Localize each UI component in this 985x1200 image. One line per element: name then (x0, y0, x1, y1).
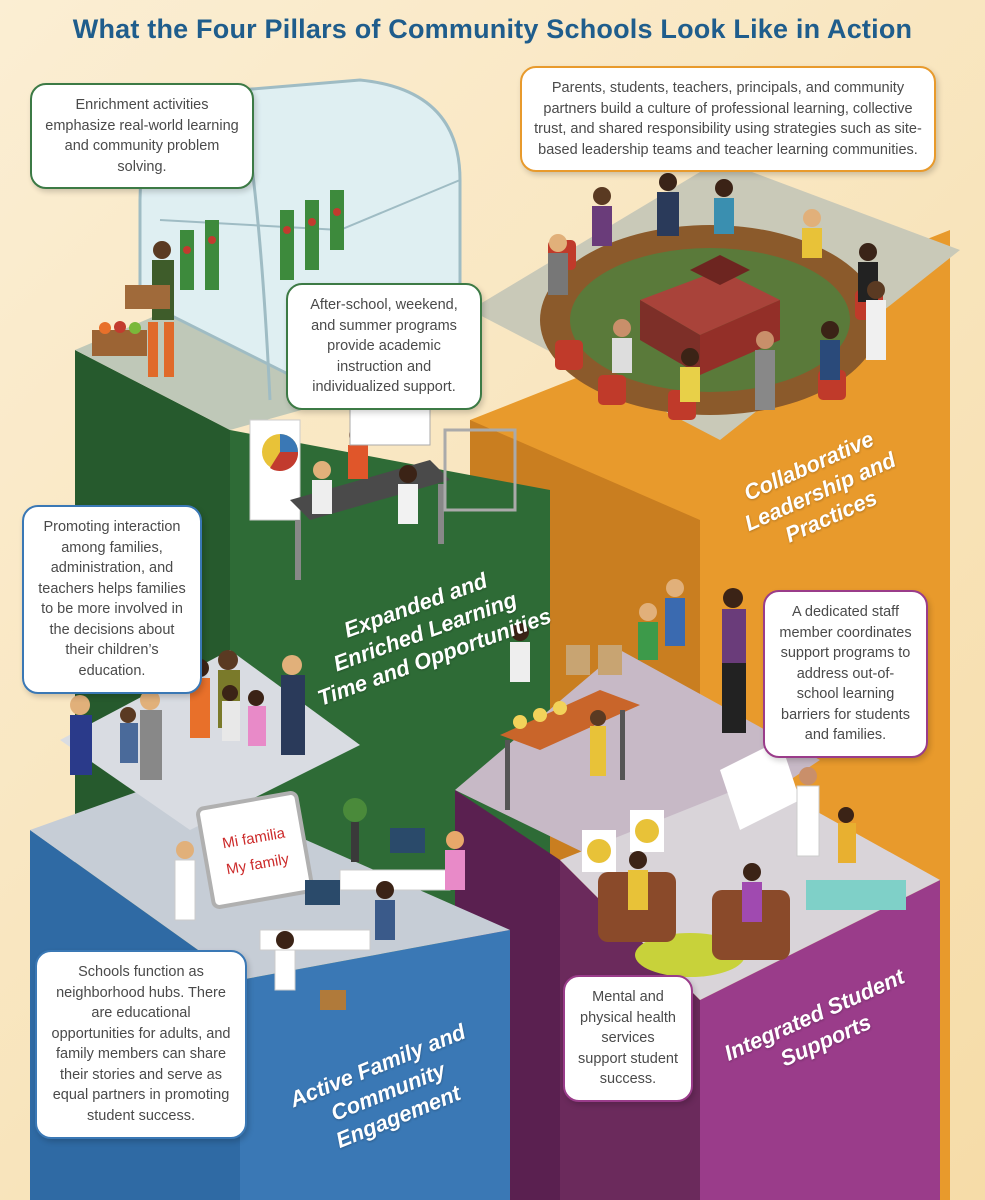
family-pillar-side (240, 930, 510, 1200)
gardener-figure (125, 241, 174, 377)
meeting-people (548, 173, 886, 410)
callout-culture: Parents, students, teachers, principals,… (520, 66, 936, 173)
callout-staff: A dedicated staff member coordinates sup… (763, 590, 928, 759)
science-lab (249, 404, 517, 580)
callout-hubs: Schools function as neighborhood hubs. T… (35, 950, 247, 1139)
food-volunteers (510, 579, 746, 776)
produce-crate (92, 321, 147, 356)
food-table (500, 645, 640, 810)
callout-interaction: Promoting interaction among families, ad… (22, 505, 202, 694)
counseling-area (582, 810, 790, 977)
callout-health: Mental and physical health services supp… (563, 975, 693, 1102)
supports-upper-platform (455, 650, 820, 880)
callout-enrichment: Enrichment activities emphasize real-wor… (30, 83, 254, 190)
supports-pillar-side (700, 880, 940, 1200)
nurse-office (720, 740, 906, 910)
adult-classroom (174, 791, 465, 1010)
callout-afterschool: After-school, weekend, and summer progra… (286, 283, 482, 410)
family-group (70, 650, 305, 780)
page-title: What the Four Pillars of Community Schoo… (72, 14, 913, 44)
